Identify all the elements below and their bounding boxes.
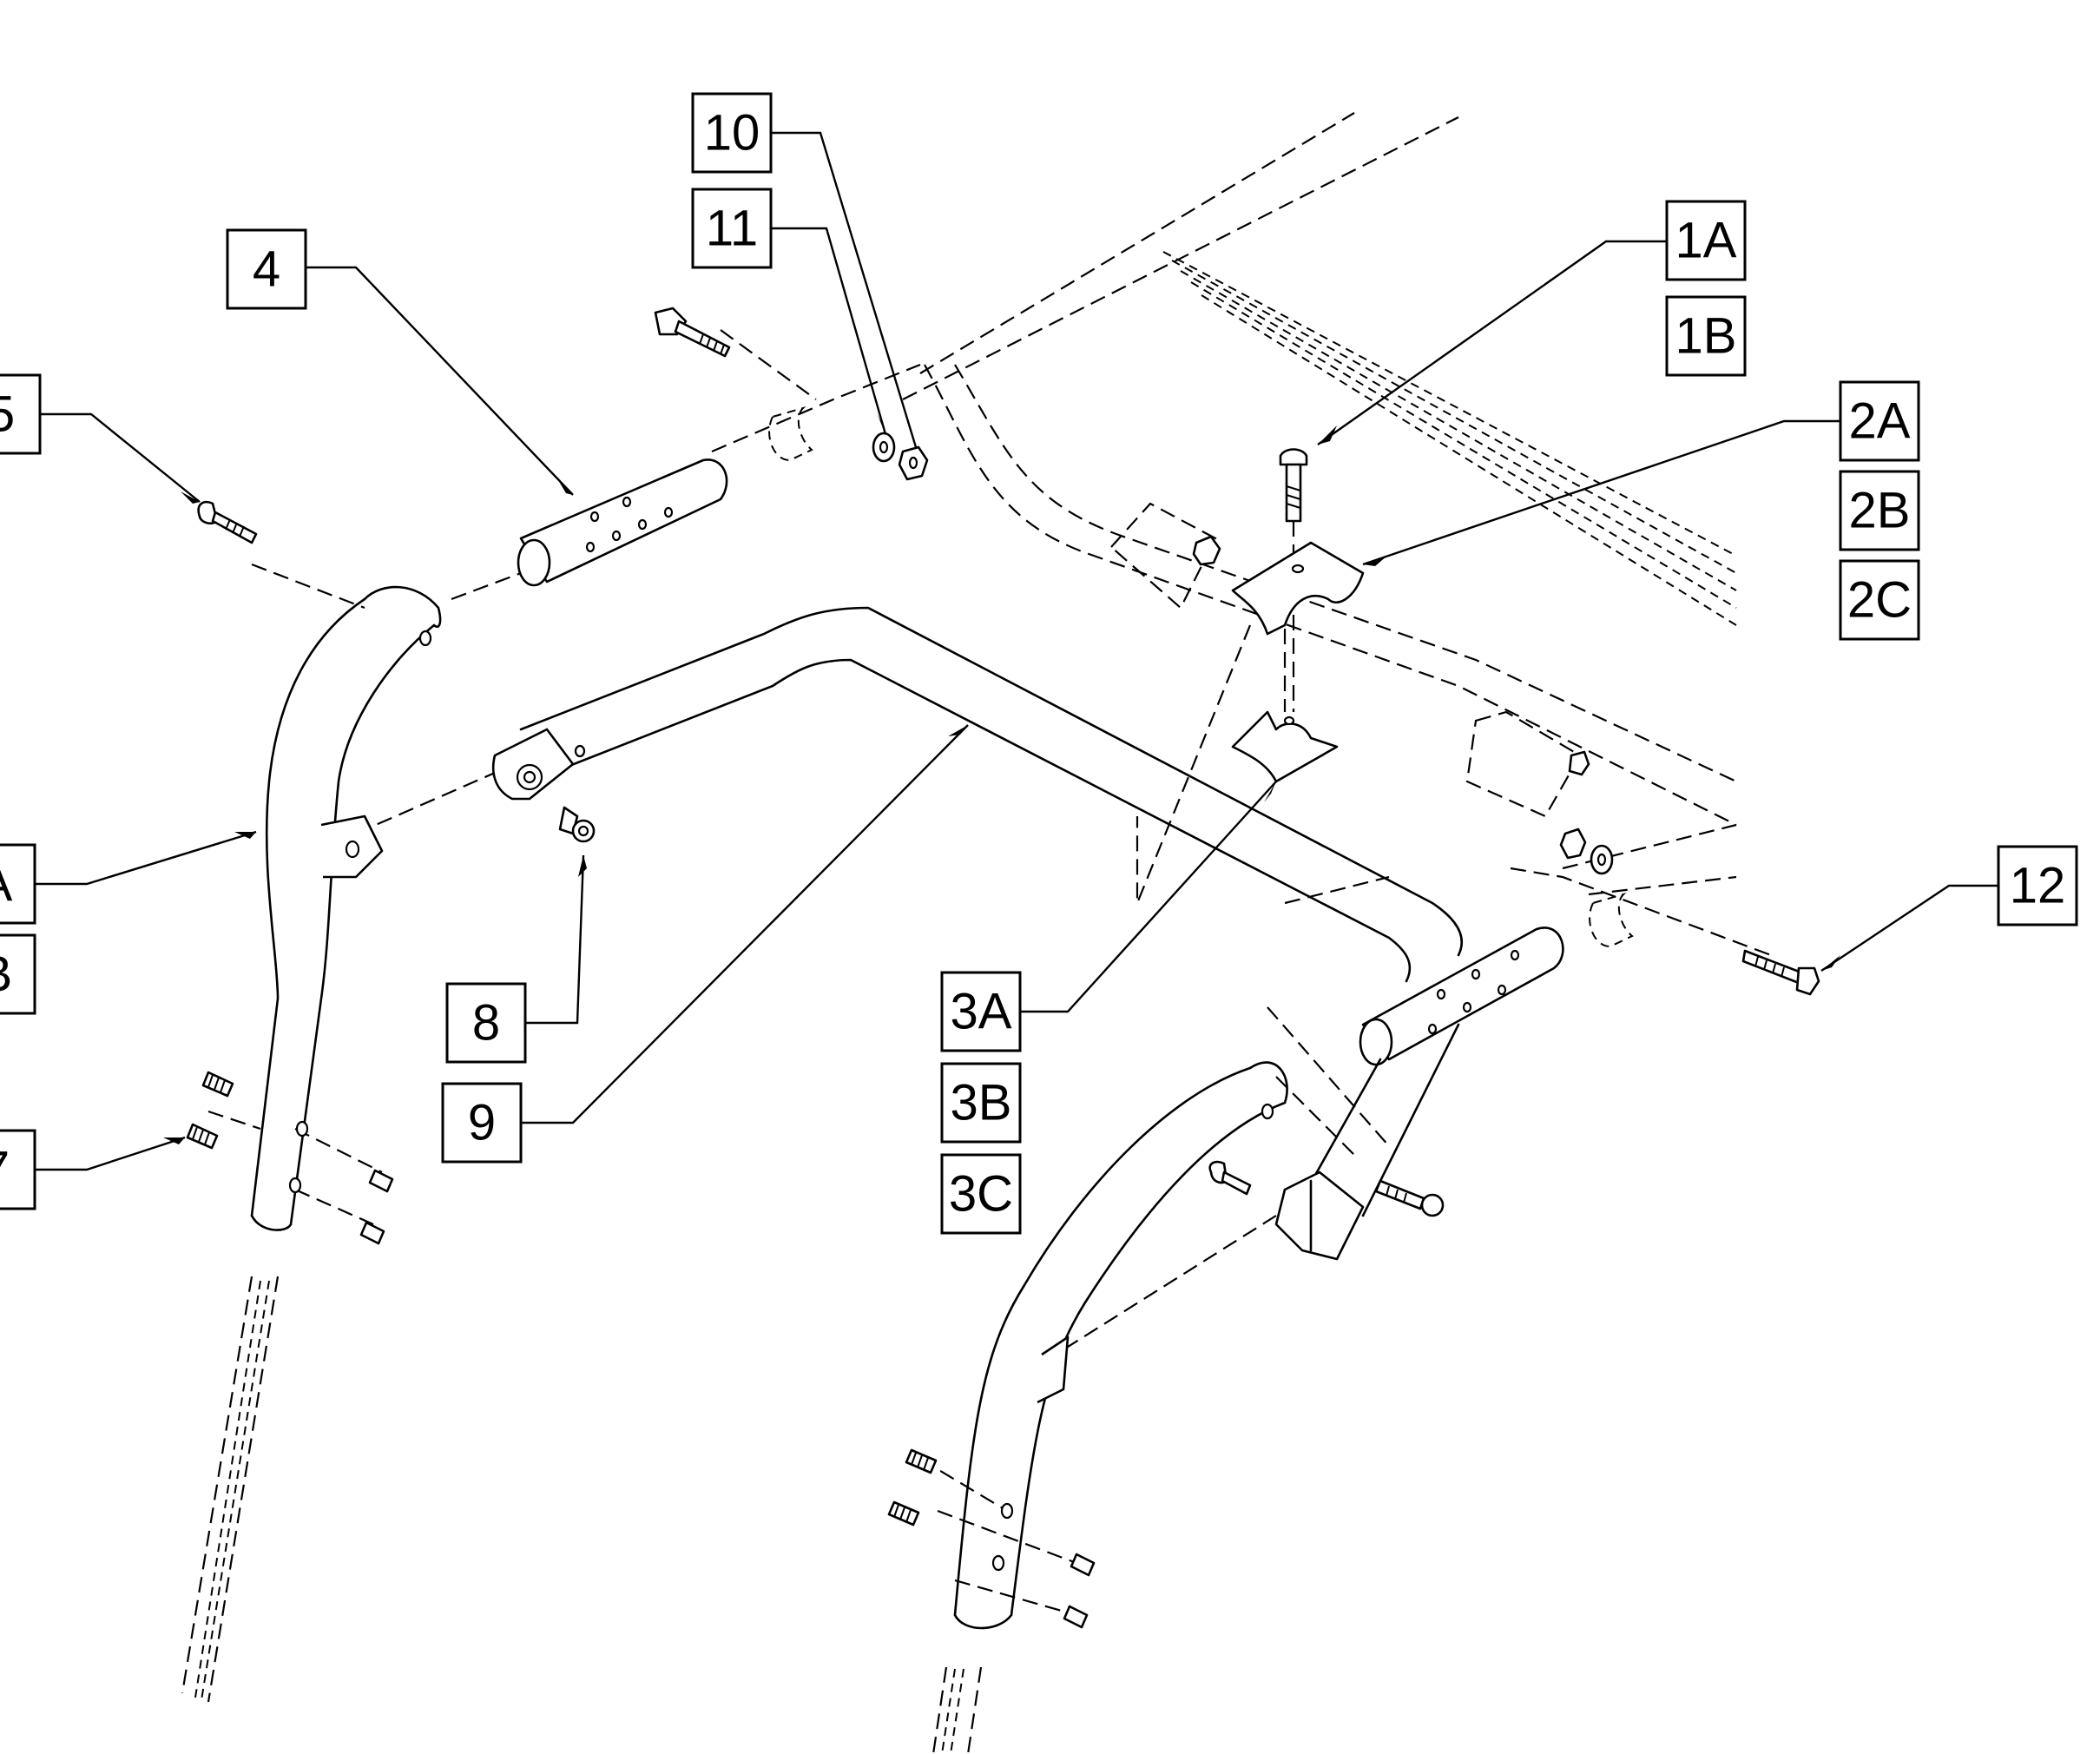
callout-label: 8 xyxy=(472,995,500,1052)
callout-10: 10 xyxy=(691,92,773,174)
callout-label: 1B xyxy=(1675,308,1737,365)
callout-3c: 3C xyxy=(940,1153,1022,1235)
frame-end-caps xyxy=(768,406,1634,948)
callout-12: 12 xyxy=(1997,845,2078,926)
callout-6a: A xyxy=(0,843,36,925)
right-handle-tube xyxy=(953,1061,1288,1630)
screw-8 xyxy=(558,806,596,843)
left-handle-tube xyxy=(250,585,442,1231)
callout-label: 9 xyxy=(468,1095,496,1151)
callout-label: 7 xyxy=(0,1142,10,1198)
callout-label: A xyxy=(0,856,13,913)
screw-1a xyxy=(1279,448,1308,523)
callout-label: B xyxy=(0,946,12,1003)
callout-label: 3A xyxy=(951,984,1012,1040)
callout-2a: 2A xyxy=(1839,380,1920,462)
callout-label: 11 xyxy=(706,201,758,257)
clamp-bottom xyxy=(1231,710,1339,783)
callout-label: 12 xyxy=(2010,858,2066,914)
callout-1a: 1A xyxy=(1665,200,1747,281)
callout-8: 8 xyxy=(445,982,527,1064)
cross-bar xyxy=(491,606,1464,983)
callout-5: 5 xyxy=(0,373,42,455)
callout-3a: 3A xyxy=(940,971,1022,1052)
callout-6b: B xyxy=(0,933,36,1015)
callout-3b: 3B xyxy=(940,1062,1022,1144)
callout-label: 1A xyxy=(1675,213,1737,269)
callout-2b: 2B xyxy=(1839,470,1920,551)
callout-label: 2A xyxy=(1849,393,1911,450)
callout-label: 2B xyxy=(1849,483,1911,539)
frame-dashed-outline xyxy=(181,112,1737,1754)
callout-label: 3B xyxy=(951,1075,1012,1131)
callout-11: 11 xyxy=(691,188,773,269)
callout-label: 10 xyxy=(704,105,760,162)
set-screws xyxy=(186,1071,1096,1629)
bolt-12 xyxy=(1741,949,1820,996)
adjustment-tube-left xyxy=(517,458,728,587)
washers-and-nuts xyxy=(872,432,1614,875)
callout-label: 5 xyxy=(0,386,15,443)
callout-1b: 1B xyxy=(1665,295,1747,377)
callout-9: 9 xyxy=(441,1082,523,1164)
bolt-top-left xyxy=(654,307,731,358)
callout-4: 4 xyxy=(226,228,307,310)
callout-label: 4 xyxy=(253,241,280,298)
bolts-right-strut xyxy=(1208,1160,1445,1217)
clamp-top xyxy=(1231,541,1365,636)
screw-5 xyxy=(197,500,258,544)
leader-lines xyxy=(35,131,1998,1171)
callout-label: 2C xyxy=(1847,572,1912,629)
callout-2c: 2C xyxy=(1839,559,1920,641)
callout-7: 7 xyxy=(0,1129,36,1210)
adjustment-tube-right xyxy=(1359,926,1564,1066)
callout-label: 3C xyxy=(949,1166,1013,1223)
